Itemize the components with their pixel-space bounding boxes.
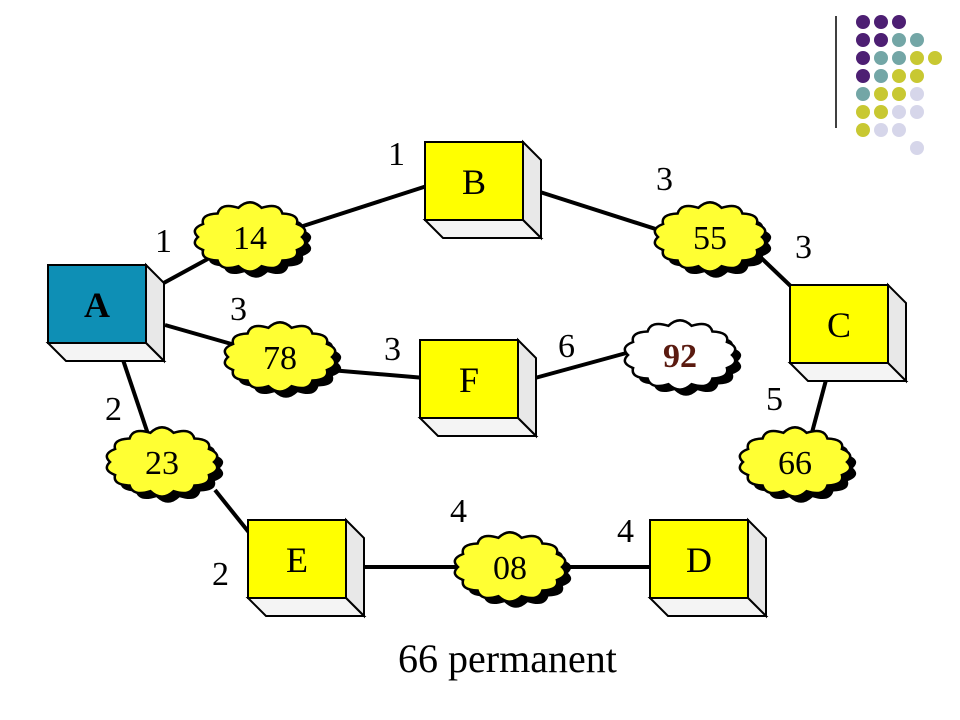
router-d[interactable]: D: [647, 517, 769, 619]
network-label: 92: [663, 338, 697, 375]
network-cloud-23[interactable]: 23: [105, 426, 224, 503]
network-cloud-66[interactable]: 66: [738, 426, 857, 503]
link-14-b: [299, 183, 431, 229]
decorative-dot: [856, 105, 870, 119]
router-c[interactable]: C: [787, 282, 909, 384]
decorative-dot: [910, 87, 924, 101]
router-b[interactable]: B: [422, 139, 544, 241]
router-f[interactable]: F: [417, 337, 539, 439]
weight-08-d: 4: [617, 513, 634, 550]
network-cloud-92[interactable]: 92: [623, 319, 742, 396]
router-label-a: A: [84, 285, 110, 325]
decorative-dot: [874, 15, 888, 29]
weight-c-66: 5: [766, 381, 783, 418]
decorative-dot: [892, 51, 906, 65]
network-label: 78: [263, 340, 297, 377]
decorative-dot: [910, 33, 924, 47]
router-label-b: B: [462, 162, 486, 202]
weight-f-92: 6: [558, 328, 575, 365]
decorative-dot: [892, 15, 906, 29]
router-label-d: D: [686, 540, 712, 580]
decorative-dot: [910, 141, 924, 155]
network-cloud-14[interactable]: 14: [193, 201, 312, 278]
decorative-dot: [856, 33, 870, 47]
network-label: 23: [145, 445, 179, 482]
decorative-dot: [874, 105, 888, 119]
decorative-dot: [910, 105, 924, 119]
router-a[interactable]: A: [45, 262, 167, 364]
decorative-dot: [892, 87, 906, 101]
decorative-dot: [874, 69, 888, 83]
decorative-dot: [910, 69, 924, 83]
weight-a-14: 1: [155, 223, 172, 260]
weight-78-f: 3: [384, 331, 401, 368]
decorative-dot: [856, 87, 870, 101]
router-label-c: C: [827, 305, 851, 345]
network-label: 55: [693, 220, 727, 257]
weight-e-08: 4: [450, 493, 467, 530]
router-label-e: E: [286, 540, 308, 580]
decorative-dot: [856, 123, 870, 137]
weight-labels: 1 1 3 3 3 3 6 5 2 2 4 4: [105, 136, 812, 593]
weight-b-55: 3: [656, 161, 673, 198]
network-cloud-08[interactable]: 08: [453, 531, 572, 608]
link-b-55: [539, 190, 666, 234]
links: [116, 183, 832, 569]
decorative-dot: [874, 87, 888, 101]
decorative-dot: [892, 105, 906, 119]
decorative-dot: [928, 51, 942, 65]
weight-b-top: 1: [388, 136, 405, 173]
network-cloud-78[interactable]: 78: [223, 321, 342, 398]
decorative-dot: [856, 69, 870, 83]
weight-23-e: 2: [212, 556, 229, 593]
link-78-f: [329, 368, 426, 380]
caption: 66 permanent: [398, 636, 617, 681]
decorative-dot: [892, 69, 906, 83]
network-cloud-55[interactable]: 55: [653, 201, 772, 278]
decorative-dot-grid: [856, 15, 942, 155]
router-e[interactable]: E: [245, 517, 367, 619]
decorative-dot: [856, 51, 870, 65]
weight-a-78: 3: [230, 291, 247, 328]
router-label-f: F: [459, 360, 479, 400]
decorative-dot: [874, 123, 888, 137]
network-label: 14: [233, 220, 267, 257]
link-a-78: [164, 323, 236, 347]
decorative-dot: [892, 33, 906, 47]
decorative-dot: [892, 123, 906, 137]
decorative-dot: [874, 51, 888, 65]
decorative-dot: [874, 33, 888, 47]
decorative-dot: [910, 51, 924, 65]
network-label: 08: [493, 550, 527, 587]
network-label: 66: [778, 445, 812, 482]
link-a-14: [159, 253, 216, 287]
link-f-92: [534, 350, 631, 380]
weight-a-23: 2: [105, 391, 122, 428]
weight-55-c: 3: [795, 229, 812, 266]
decorative-dot: [856, 15, 870, 29]
